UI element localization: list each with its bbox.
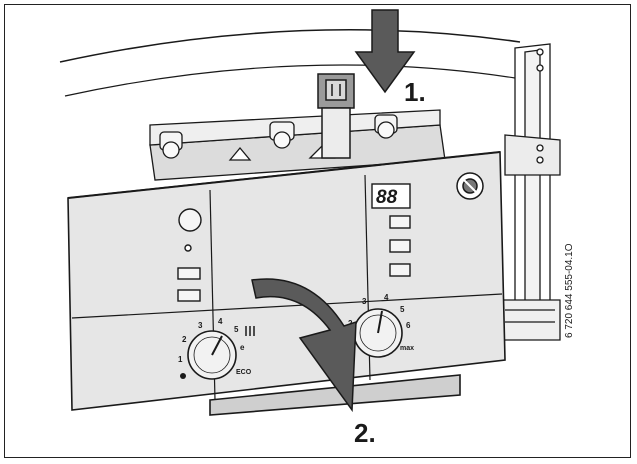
left-knob-mark: ECO <box>236 369 252 376</box>
right-button-2 <box>389 239 411 253</box>
left-knob-tick: 2 <box>182 335 187 344</box>
display-digits: 88 <box>376 187 398 208</box>
right-knob-max: max <box>400 345 414 352</box>
radiator-icon <box>245 326 255 336</box>
rear-mechanism <box>149 109 446 181</box>
display-screen <box>371 183 411 209</box>
right-frame <box>499 43 561 341</box>
figure-code: 6 720 644 555-04.1O <box>564 243 575 338</box>
left-controls <box>177 208 202 302</box>
display-section: 88 <box>371 183 411 277</box>
left-knob-tick: 5 <box>234 325 239 334</box>
left-knob <box>187 330 237 380</box>
status-led <box>184 244 192 252</box>
right-button-3 <box>389 263 411 277</box>
arrow-press-down <box>354 9 416 94</box>
arrow-swing-out <box>251 278 357 413</box>
left-button-2 <box>177 289 201 302</box>
left-knob-tick: 3 <box>198 321 203 330</box>
casing-second-curve <box>64 64 516 97</box>
right-button-1 <box>389 215 411 229</box>
right-knob-tick: 3 <box>362 297 367 306</box>
step-label-2: 2. <box>354 418 376 448</box>
left-button-1 <box>177 267 201 280</box>
right-knob <box>353 308 403 358</box>
right-knob-tick: 4 <box>384 293 389 302</box>
power-button <box>178 208 202 232</box>
release-clip <box>317 73 355 159</box>
left-knob-tick: 1 <box>178 355 183 364</box>
left-knob-tick: e <box>240 343 245 352</box>
right-knob-tick: 6 <box>406 321 411 330</box>
right-knob-tick: 5 <box>400 305 405 314</box>
casing-top-curve <box>59 29 521 63</box>
step-label-1: 1. <box>404 77 426 107</box>
service-icon <box>456 172 484 200</box>
left-knob-tick: 4 <box>218 317 223 326</box>
left-knob-scale: 1 2 3 4 5 e ECO <box>178 317 252 379</box>
